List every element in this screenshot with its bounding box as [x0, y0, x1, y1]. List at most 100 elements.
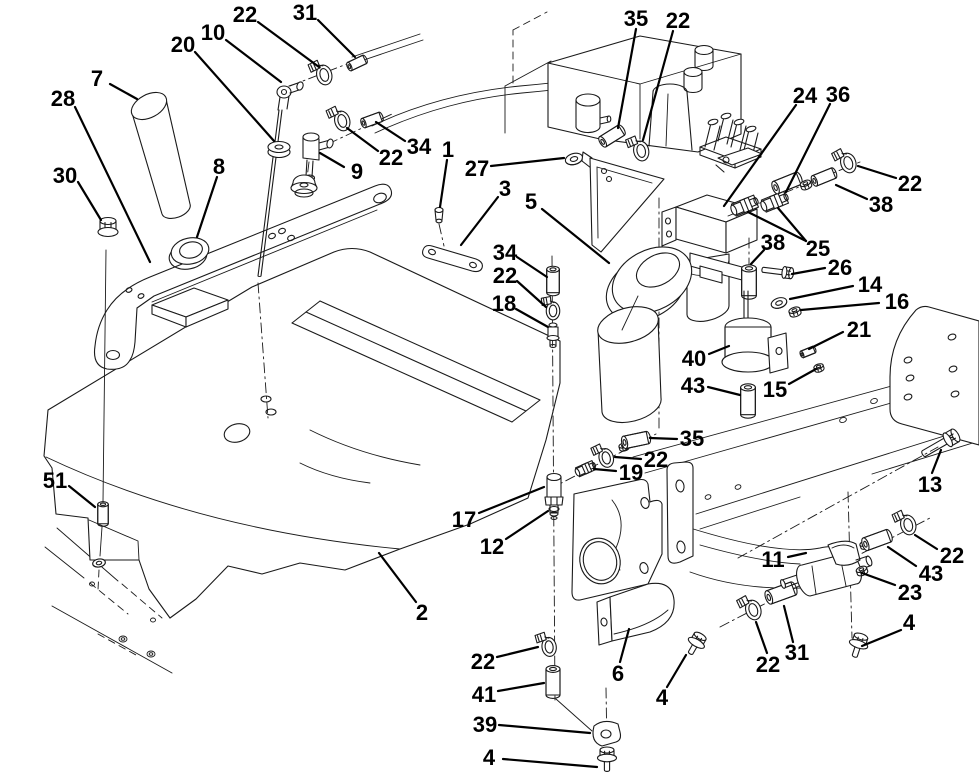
leader-line: [751, 250, 764, 264]
callout-label: 13: [918, 472, 942, 497]
callout-label: 6: [612, 661, 624, 686]
leader-line: [915, 535, 937, 549]
leader-line: [858, 166, 896, 178]
leader-line: [784, 606, 793, 642]
leader-line: [790, 286, 853, 299]
leader-line: [499, 725, 590, 733]
hose-clamp: [534, 630, 559, 659]
leader-line: [643, 31, 673, 140]
callout-label: 28: [51, 86, 75, 111]
leader-line: [862, 630, 901, 646]
hose-nut: [798, 178, 814, 192]
leader-line: [809, 332, 843, 349]
callout-label: 10: [201, 20, 225, 45]
leader-line: [379, 553, 416, 602]
leader-line: [517, 281, 546, 307]
callout-label: 51: [43, 468, 67, 493]
leader-line: [778, 208, 806, 241]
dipstick-elbow-fitting: [277, 81, 304, 110]
leader-line: [708, 387, 740, 395]
callout-label: 43: [919, 561, 943, 586]
callout-label: 7: [91, 66, 103, 91]
leader-line: [667, 655, 686, 687]
callout-label: 38: [869, 192, 893, 217]
spacer: [97, 501, 109, 527]
leader-line: [792, 268, 825, 274]
leader-line: [836, 185, 867, 199]
callout-label: 4: [903, 610, 916, 635]
frame-plate: [738, 306, 979, 558]
engine-block: [548, 36, 741, 152]
callout-label: 38: [761, 230, 785, 255]
leader-line: [440, 160, 447, 207]
leader-line: [479, 487, 544, 513]
callout-label: 17: [452, 507, 476, 532]
pin: [435, 208, 444, 247]
leader-line: [788, 553, 806, 557]
callout-label: 16: [885, 289, 909, 314]
leader-line: [461, 197, 498, 245]
callout-label: 34: [407, 134, 432, 159]
leader-line: [197, 177, 217, 237]
leader-line: [75, 107, 150, 262]
leader-line: [756, 622, 767, 653]
fuel-valve: [545, 474, 563, 520]
callout-label: 5: [525, 189, 537, 214]
callout-label: 12: [480, 534, 504, 559]
dipstick: [258, 110, 290, 418]
hose-section: [546, 265, 560, 297]
callout-label: 20: [171, 32, 195, 57]
callout-label: 11: [761, 547, 784, 572]
callout-label: 15: [763, 377, 787, 402]
callout-label: 31: [293, 0, 317, 25]
leader-line: [516, 309, 548, 327]
leader-line: [506, 511, 548, 539]
support-plates: [572, 462, 693, 600]
leader-line: [491, 158, 564, 166]
leader-line: [786, 104, 830, 192]
leader-line: [542, 209, 609, 263]
callout-label: 4: [656, 685, 669, 710]
callout-label: 36: [826, 82, 850, 107]
leader-line: [69, 486, 95, 507]
callout-label: 27: [465, 156, 489, 181]
callout-label: 22: [471, 649, 495, 674]
callout-label: 39: [473, 712, 497, 737]
engine-bracket: [582, 152, 664, 252]
frame-hidden-lines-bottom-left: [45, 528, 172, 673]
shutoff-valve-assembly: [540, 256, 656, 700]
leader-line: [748, 212, 806, 241]
leader-line: [503, 759, 597, 767]
washer: [563, 150, 585, 168]
tank-fitting: [547, 323, 559, 348]
leader-line: [347, 128, 378, 151]
leader-line: [862, 573, 895, 585]
callout-label: 22: [644, 447, 668, 472]
callout-label: 22: [493, 263, 517, 288]
leader-line: [618, 29, 636, 128]
callout-label: 24: [793, 83, 818, 108]
nut: [787, 305, 803, 319]
callout-label: 14: [858, 272, 883, 297]
callout-label: 22: [666, 8, 690, 33]
callout-label: 31: [785, 640, 809, 665]
leader-line: [376, 122, 405, 141]
leader-line: [517, 257, 547, 277]
leader-line: [615, 457, 641, 459]
support-bracket: [597, 583, 710, 659]
callout-label: 26: [828, 255, 852, 280]
engine-manifold: [700, 112, 762, 172]
rubber-grommet: [167, 234, 212, 272]
callout-label: 22: [756, 652, 780, 677]
leader-line: [195, 52, 274, 141]
leader-line: [620, 629, 629, 662]
leader-line: [258, 22, 319, 67]
leader-line: [78, 182, 101, 220]
leader-line: [320, 153, 344, 167]
flange-bolt: [844, 630, 872, 661]
callout-label: 18: [492, 291, 516, 316]
handle: [127, 87, 190, 219]
